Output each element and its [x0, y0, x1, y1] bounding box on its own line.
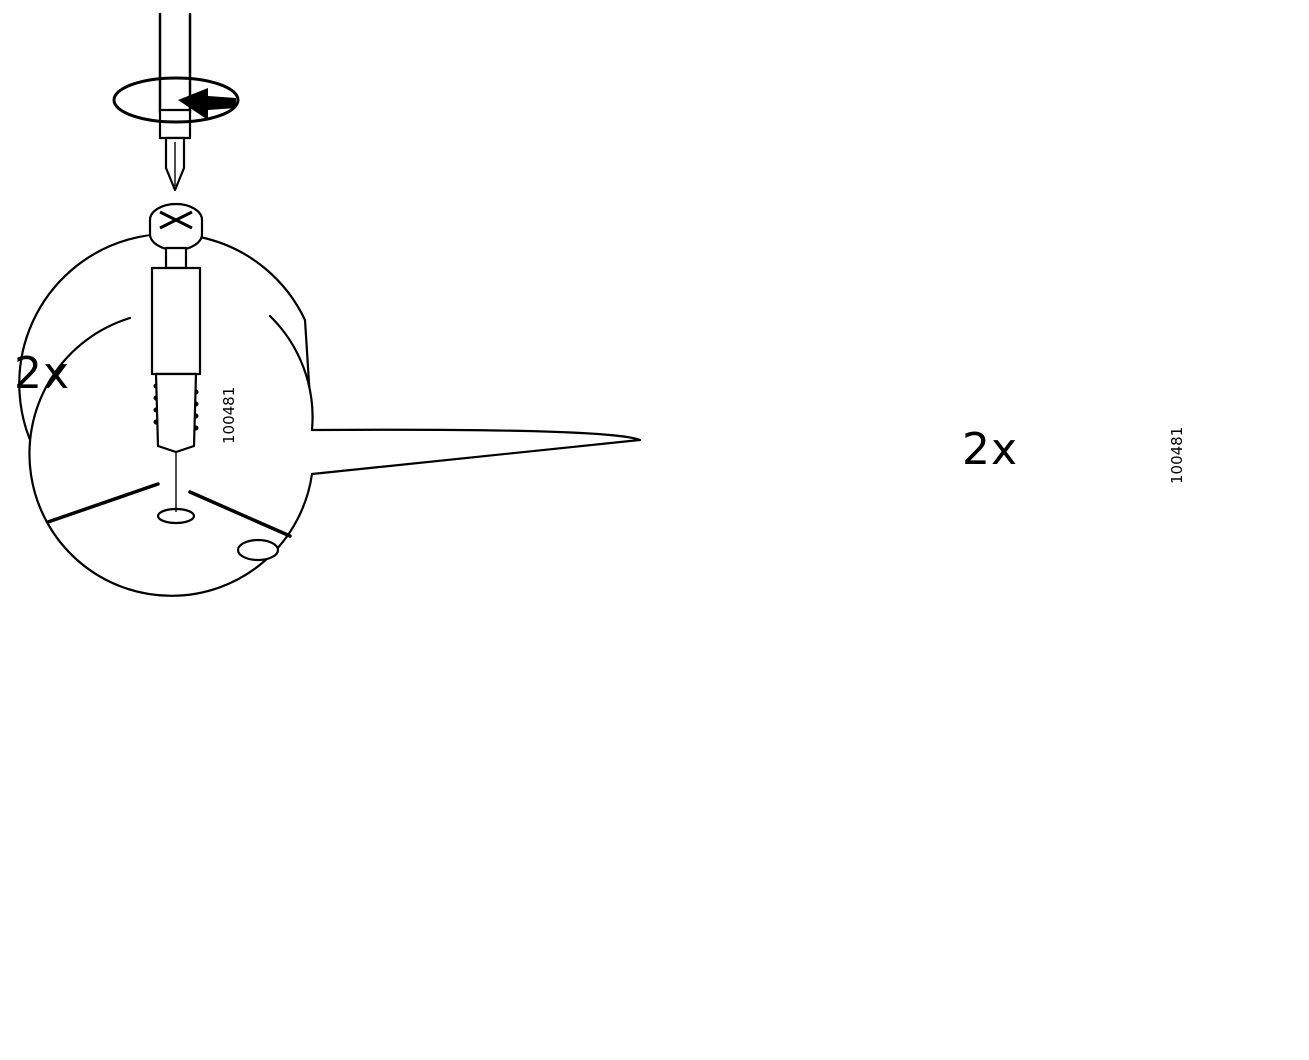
rotation-arrow-icon — [112, 76, 240, 124]
left-detail-callout — [18, 232, 642, 597]
part-number: 100481 — [220, 386, 238, 444]
screwdriver-icon — [158, 12, 192, 192]
quantity-label: 2x — [962, 424, 1019, 475]
part-number: 100481 — [1168, 426, 1186, 484]
quantity-label: 2x — [14, 348, 71, 399]
cam-lock-dowel-icon — [148, 202, 204, 454]
